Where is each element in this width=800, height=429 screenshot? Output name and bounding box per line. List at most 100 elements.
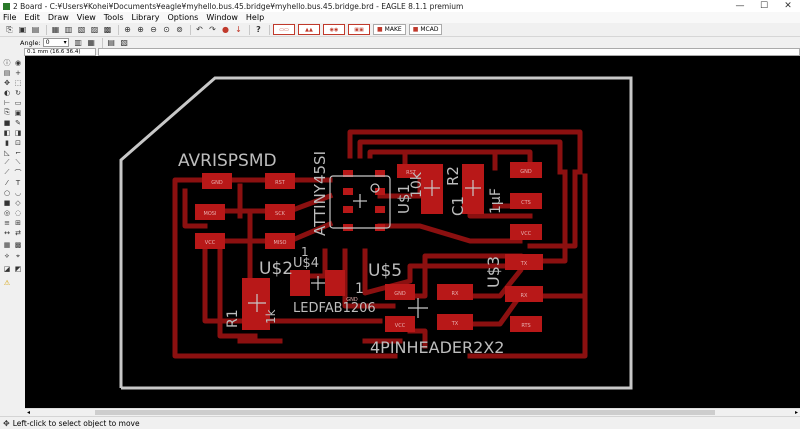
trace[interactable] <box>172 177 398 359</box>
menu-help[interactable]: Help <box>245 13 265 22</box>
minimize-button[interactable]: — <box>735 1 745 11</box>
mcad-button[interactable]: ■MCAD <box>408 24 443 35</box>
add-icon[interactable]: ◧ <box>3 128 11 137</box>
trace[interactable] <box>367 149 533 171</box>
cam-icon[interactable]: ▦ <box>51 25 60 34</box>
pad[interactable] <box>265 204 295 220</box>
group-icon[interactable]: ⬚ <box>14 78 22 87</box>
trace[interactable] <box>467 293 588 359</box>
help-icon[interactable]: ? <box>256 25 261 34</box>
trace[interactable] <box>527 169 578 249</box>
trace[interactable] <box>182 188 208 229</box>
attribute-icon[interactable]: ⊞ <box>15 218 21 227</box>
pad[interactable] <box>510 316 542 332</box>
zoom-select-icon[interactable]: ⊚ <box>176 25 183 34</box>
delete-icon[interactable]: ■ <box>3 118 11 127</box>
trace[interactable] <box>377 223 523 244</box>
miter-icon[interactable]: ◺ <box>4 148 10 157</box>
pad[interactable] <box>195 233 225 249</box>
resistor-r1[interactable] <box>242 278 270 330</box>
pcb-drawing[interactable]: GND RST MOSI SCK VCC MISO RST GND CTS VC… <box>25 56 800 408</box>
copy-icon[interactable]: ⎘ <box>4 108 10 116</box>
layer-icon[interactable]: ▧ <box>120 38 128 47</box>
pad[interactable] <box>437 284 473 300</box>
stop-icon[interactable]: ● <box>222 25 229 34</box>
trace[interactable] <box>286 192 334 215</box>
chip-pin[interactable] <box>343 188 353 195</box>
errors-icon[interactable]: ◩ <box>14 264 22 273</box>
pad[interactable] <box>265 173 295 189</box>
menu-options[interactable]: Options <box>167 13 199 22</box>
trace[interactable] <box>347 129 583 175</box>
slice-icon[interactable]: ⟋ <box>4 168 10 176</box>
move-icon[interactable]: ✥ <box>4 78 10 87</box>
lock-icon[interactable]: ▮ <box>5 138 9 147</box>
make-button[interactable]: ■MAKE <box>373 24 406 35</box>
order-pcb-icon[interactable]: ▣▣ <box>348 24 370 35</box>
trace[interactable] <box>286 220 334 245</box>
scrollbar-thumb[interactable] <box>95 410 715 415</box>
align-tool-icon[interactable]: ⊢ <box>3 98 11 107</box>
zoom-fit-icon[interactable]: ⊕ <box>124 25 131 34</box>
cam-processor-icon[interactable]: ▥ <box>64 25 73 34</box>
menu-draw[interactable]: Draw <box>47 13 69 22</box>
arc2-icon[interactable]: ◡ <box>14 188 22 197</box>
trace[interactable] <box>407 253 523 299</box>
route-icon[interactable]: ⟋ <box>4 158 10 166</box>
chip-pin[interactable] <box>343 170 353 177</box>
chip-pin[interactable] <box>375 206 385 213</box>
pad[interactable] <box>510 224 542 240</box>
chip-pin[interactable] <box>375 188 385 195</box>
menu-edit[interactable]: Edit <box>24 13 40 22</box>
grid-icon[interactable]: ▤ <box>107 38 115 47</box>
trace[interactable] <box>202 238 383 324</box>
sparkfun-icon[interactable]: ◉◉ <box>323 24 345 35</box>
zoom-in-icon[interactable]: ⊕ <box>137 25 144 34</box>
display-icon[interactable]: ▤ <box>3 68 11 77</box>
chip-pin[interactable] <box>375 170 385 177</box>
maximize-button[interactable]: ☐ <box>759 1 769 11</box>
board-canvas[interactable]: GND RST MOSI SCK VCC MISO RST GND CTS VC… <box>25 56 800 408</box>
pad[interactable] <box>195 204 225 220</box>
pad[interactable] <box>505 254 543 270</box>
ratsnest-icon[interactable]: ⟡ <box>4 252 10 260</box>
design-link-icon[interactable]: ▲▲ <box>298 24 320 35</box>
replace-icon[interactable]: ◨ <box>14 128 22 137</box>
print-icon[interactable]: ▤ <box>31 25 40 34</box>
angle-select[interactable]: 0▾ <box>42 38 69 47</box>
rotate-icon[interactable]: ↻ <box>15 88 21 97</box>
pad[interactable] <box>385 284 415 300</box>
hole-icon[interactable]: ◌ <box>14 208 22 217</box>
menu-file[interactable]: File <box>3 13 17 22</box>
redo-icon[interactable]: ↷ <box>209 25 216 34</box>
pad[interactable] <box>510 162 542 178</box>
pad[interactable] <box>437 314 473 330</box>
ripup-all-icon[interactable]: ⌖ <box>16 252 20 260</box>
close-button[interactable]: ✕ <box>784 1 792 11</box>
polygon-icon[interactable]: ◇ <box>15 198 21 207</box>
text-icon[interactable]: T <box>15 178 21 187</box>
mirror-tool-icon[interactable]: ◐ <box>3 88 11 97</box>
pad[interactable] <box>505 286 543 302</box>
scroll-right-icon[interactable]: ▸ <box>794 409 798 416</box>
trace[interactable] <box>362 248 523 296</box>
split-icon[interactable]: ⌐ <box>15 148 21 157</box>
signal-icon[interactable]: ≡ <box>4 218 10 227</box>
run-icon[interactable]: ▩ <box>103 25 112 34</box>
circle-icon[interactable]: ○ <box>3 188 11 197</box>
scroll-left-icon[interactable]: ◂ <box>27 409 31 416</box>
arc-icon[interactable]: ⌒ <box>14 168 22 177</box>
wire-icon[interactable]: ⁄ <box>6 178 8 187</box>
mirror-icon[interactable]: ▥ <box>74 38 82 47</box>
info-icon[interactable]: ⓘ <box>3 58 11 67</box>
mark-icon[interactable]: + <box>15 68 21 77</box>
undo-icon[interactable]: ↶ <box>196 25 203 34</box>
save-icon[interactable]: ▣ <box>18 25 27 34</box>
drc-icon[interactable]: ▦ <box>3 240 11 249</box>
fusion-sync-icon[interactable]: ▭▭ <box>273 24 295 35</box>
paste-icon[interactable]: ▣ <box>14 108 22 117</box>
rect-icon[interactable]: ■ <box>3 198 11 207</box>
go-icon[interactable]: ↓ <box>235 25 242 34</box>
menu-window[interactable]: Window <box>206 13 238 22</box>
menu-library[interactable]: Library <box>131 13 160 22</box>
